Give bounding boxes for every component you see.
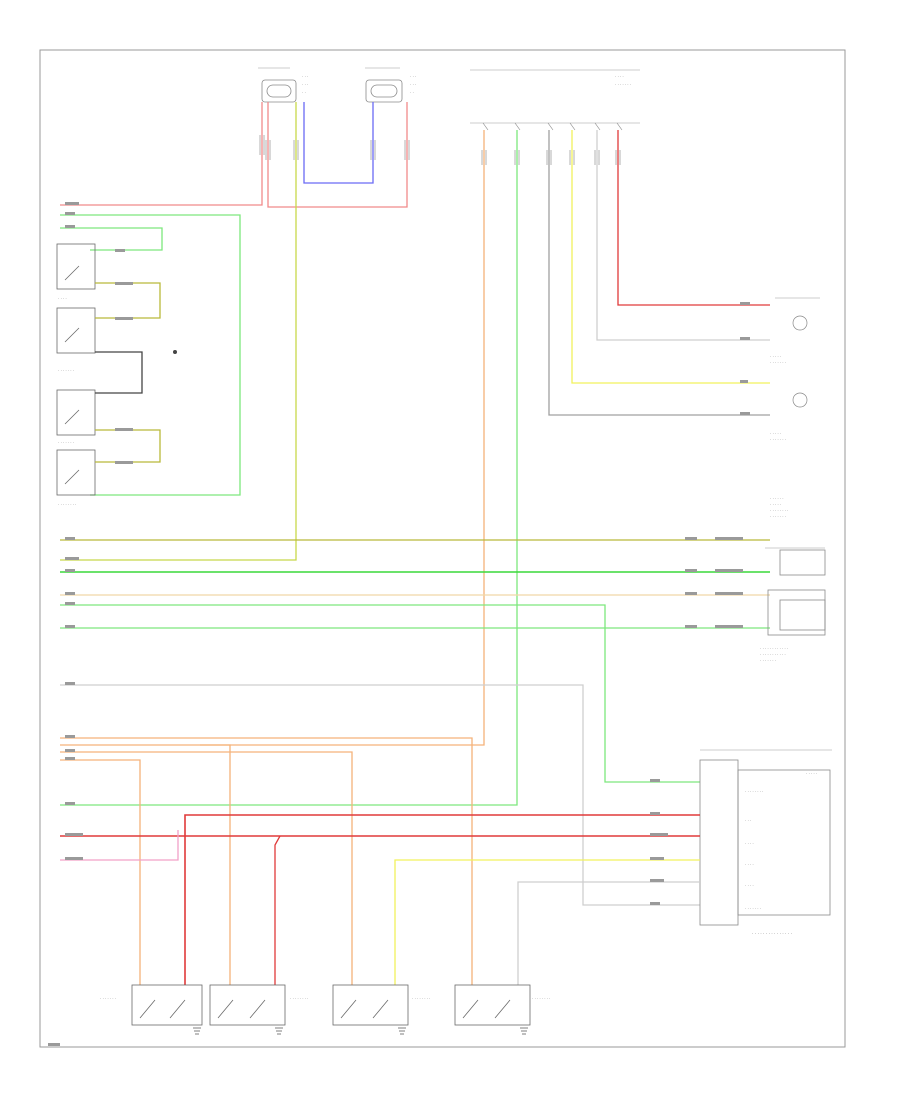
svg-text:· · ·: · · · bbox=[410, 74, 416, 79]
svg-text:· · · ·: · · · · bbox=[745, 883, 754, 888]
svg-text:· · · · · · · ·: · · · · · · · · bbox=[58, 502, 76, 507]
svg-text:· · · · · · ·: · · · · · · · bbox=[58, 368, 74, 373]
door-switch-4: · · · · · · · · bbox=[454, 984, 550, 1035]
svg-text:· · · · · · · · · · · ·: · · · · · · · · · · · · bbox=[760, 646, 788, 651]
left-front-lamp: · · · · · · · · · · · · bbox=[770, 297, 820, 365]
svg-text:· · · · ·: · · · · · bbox=[806, 771, 817, 776]
wire-label-marks bbox=[48, 202, 750, 1046]
bus-lines bbox=[60, 539, 770, 906]
svg-text:· · ·: · · · bbox=[302, 74, 308, 79]
svg-text:· · ·: · · · bbox=[410, 82, 416, 87]
svg-text:· · · · · · ·: · · · · · · · bbox=[760, 658, 776, 663]
switch-stack: · · · · · · · · · · · · · · · · · · · · … bbox=[56, 243, 96, 507]
svg-text:· · · ·: · · · · bbox=[745, 862, 754, 867]
instrument-cluster: · · · · · · · · · · · · · · · · · · · · … bbox=[699, 749, 832, 936]
svg-text:· · · · · · ·: · · · · · · · bbox=[770, 360, 786, 365]
svg-text:· · · · · · · · · · ·: · · · · · · · · · · · bbox=[760, 652, 786, 657]
door-switch-3: · · · · · · · · bbox=[332, 984, 430, 1035]
svg-text:· ·: · · bbox=[302, 90, 306, 95]
top-pin-symbols bbox=[259, 135, 410, 160]
top-wire-group bbox=[60, 102, 408, 561]
top-right-fuse-component: · · · · · · · · bbox=[365, 67, 416, 103]
svg-text:· · · · ·: · · · · · bbox=[770, 502, 781, 507]
svg-text:· · · ·: · · · · bbox=[58, 296, 67, 301]
svg-text:· · ·: · · · bbox=[745, 818, 751, 823]
right-front-lamp: · · · · · · · · · · · · bbox=[770, 392, 808, 442]
cluster-wires bbox=[60, 814, 700, 985]
door-switch-2: · · · · · · · · bbox=[209, 984, 308, 1035]
svg-text:· · · · · · · ·: · · · · · · · · bbox=[532, 996, 550, 1001]
svg-text:· · · ·: · · · · bbox=[615, 74, 624, 79]
top-connector-component: · · · · · · · · · · · bbox=[470, 69, 640, 131]
right-module-lower: · · · · · · · · · · · · · · · · · · · · … bbox=[760, 589, 826, 663]
svg-text:· · · · ·: · · · · · bbox=[770, 354, 781, 359]
svg-text:· ·: · · bbox=[410, 90, 414, 95]
svg-text:· · · ·: · · · · bbox=[745, 841, 754, 846]
svg-text:· · · · · · · ·: · · · · · · · · bbox=[412, 996, 430, 1001]
connector-pin-symbols bbox=[481, 150, 621, 165]
diagram-frame bbox=[39, 49, 846, 1048]
top-left-fuse-component: · · · · · · · · bbox=[258, 67, 308, 103]
svg-text:· · · · · · ·: · · · · · · · bbox=[770, 514, 786, 519]
svg-text:· · ·: · · · bbox=[302, 82, 308, 87]
svg-text:· · · · · · ·: · · · · · · · bbox=[745, 906, 761, 911]
svg-text:· · · · · · ·: · · · · · · · bbox=[58, 440, 74, 445]
svg-text:· · · · · · · ·: · · · · · · · · bbox=[770, 508, 788, 513]
right-module-upper: · · · · · · · · · · · · · · · · · · · · … bbox=[765, 496, 826, 576]
svg-text:· · · · ·: · · · · · bbox=[770, 431, 781, 436]
svg-text:· · · · · · ·: · · · · · · · bbox=[770, 437, 786, 442]
lower-bus-lines bbox=[60, 737, 473, 985]
svg-text:· · · · · · ·: · · · · · · · bbox=[615, 82, 631, 87]
switch-wires bbox=[95, 282, 177, 463]
connector-wire-group bbox=[60, 130, 770, 806]
svg-text:· · · · · · · · · · · · · · ·: · · · · · · · · · · · · · · · bbox=[752, 931, 792, 936]
svg-text:· · · · · · ·: · · · · · · · bbox=[100, 996, 116, 1001]
svg-text:· · · · · ·: · · · · · · bbox=[770, 496, 784, 501]
door-switch-1: · · · · · · · bbox=[100, 984, 203, 1035]
svg-text:· · · · · · · ·: · · · · · · · · bbox=[745, 789, 763, 794]
svg-text:· · · · · · · ·: · · · · · · · · bbox=[290, 996, 308, 1001]
